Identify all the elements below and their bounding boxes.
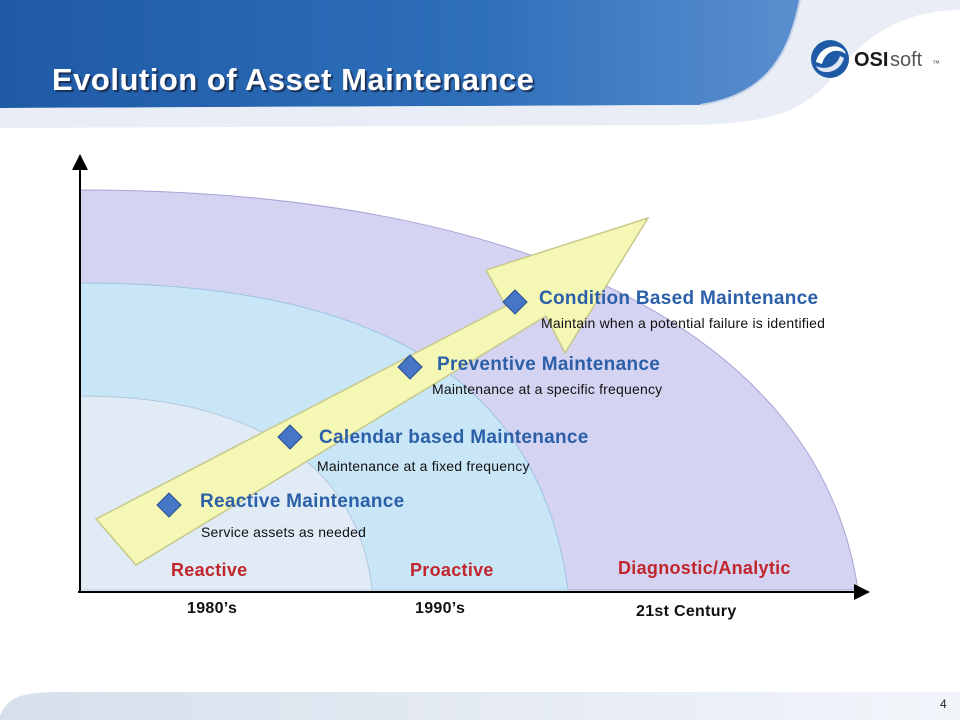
diamond-marker-icon: [156, 492, 182, 518]
era-label-reactive: Reactive: [171, 560, 248, 580]
stage-title-reactive: Reactive Maintenance: [200, 491, 405, 512]
page-number: 4: [940, 697, 947, 711]
stage-title-condition: Condition Based Maintenance: [539, 288, 819, 309]
period-label-1980s: 1980’s: [187, 600, 238, 617]
maintenance-evolution-diagram: [72, 154, 870, 600]
stage-desc-calendar: Maintenance at a fixed frequency: [317, 458, 530, 474]
page-title: Evolution of Asset Maintenance: [52, 62, 535, 97]
diamond-marker-icon: [397, 354, 423, 380]
logo-text-bold: OSI: [854, 49, 888, 71]
stage-desc-preventive: Maintenance at a specific frequency: [432, 381, 663, 397]
footer-band: [0, 692, 960, 720]
logo-swirl-icon: [811, 40, 849, 78]
diamond-marker-icon: [277, 424, 303, 450]
header-band: [0, 0, 960, 128]
stage-desc-reactive: Service assets as needed: [201, 524, 367, 540]
stage-title-calendar: Calendar based Maintenance: [319, 427, 589, 448]
era-label-analytic: Diagnostic/Analytic: [618, 558, 791, 578]
logo-text-light: soft: [890, 49, 923, 71]
logo-trademark: ™: [932, 59, 940, 68]
osisoft-logo: OSI soft ™: [811, 40, 940, 78]
stage-desc-condition: Maintain when a potential failure is ide…: [541, 315, 826, 331]
period-label-1990s: 1990’s: [415, 600, 466, 617]
stage-title-preventive: Preventive Maintenance: [437, 354, 661, 375]
diamond-marker-icon: [502, 289, 528, 315]
era-label-proactive: Proactive: [410, 560, 494, 580]
period-label-21st-century: 21st Century: [636, 603, 737, 620]
